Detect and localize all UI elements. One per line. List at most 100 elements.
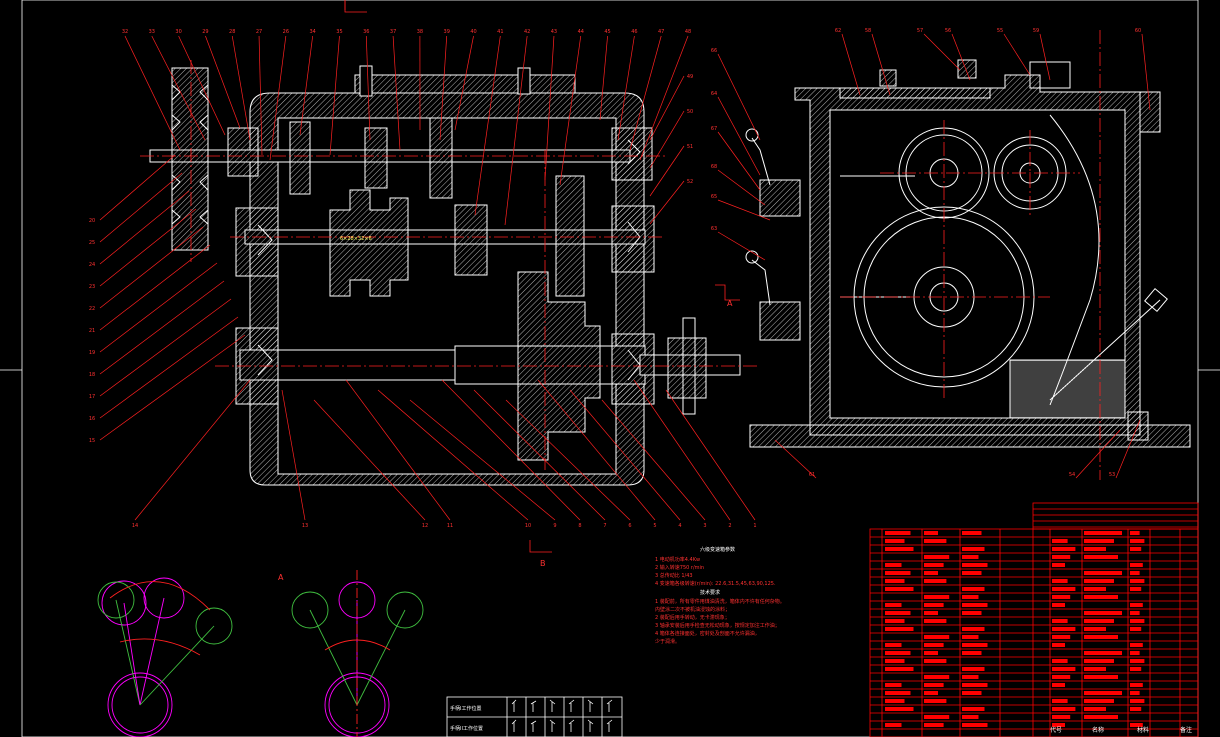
tb-entry-mark	[1084, 579, 1114, 583]
tb-entry-mark	[1084, 587, 1106, 591]
tb-entry-mark	[1084, 715, 1118, 719]
tb-entry-mark	[1052, 723, 1065, 727]
part-label-47: 47	[658, 29, 664, 35]
part-label-27: 27	[256, 29, 262, 35]
tb-entry-mark	[1130, 603, 1143, 607]
leader-49	[649, 75, 685, 141]
leader-35	[329, 35, 340, 156]
part-label-8: 8	[578, 523, 581, 529]
tb-entry-mark	[885, 563, 902, 567]
gearbox-side-view	[745, 59, 1191, 448]
tb-entry-mark	[885, 619, 905, 623]
tb-entry-mark	[1052, 579, 1068, 583]
tb-entry-mark	[1052, 643, 1065, 647]
tb-entry-mark	[924, 723, 944, 727]
tb-entry-mark	[885, 723, 902, 727]
side-leader-61	[774, 439, 817, 479]
part-label-44: 44	[578, 29, 584, 35]
leader-30	[178, 35, 226, 136]
side-leader-67	[717, 131, 761, 191]
part-label-48: 48	[685, 29, 691, 35]
tb-entry-mark	[962, 635, 979, 639]
output-coupling	[667, 317, 707, 415]
leader-37	[392, 35, 401, 151]
leader-25	[99, 172, 183, 243]
section-label-b: B	[540, 559, 546, 568]
tb-entry-mark	[1052, 699, 1068, 703]
tb-entry-mark	[1084, 531, 1122, 535]
part-label-52: 52	[687, 179, 693, 185]
side-label-60: 60	[1135, 28, 1141, 34]
tb-entry-mark	[885, 547, 914, 551]
tb-entry-mark	[1052, 659, 1068, 663]
part-label-18: 18	[89, 372, 95, 378]
side-label-56: 56	[945, 28, 951, 34]
tb-entry-mark	[1130, 659, 1145, 663]
tb-entry-mark	[1084, 539, 1114, 543]
tb-entry-mark	[1130, 651, 1140, 655]
tb-entry-mark	[1084, 611, 1122, 615]
part-label-38: 38	[417, 29, 423, 35]
side-leader-58	[871, 33, 891, 96]
leader-14	[134, 379, 251, 521]
part-label-14: 14	[132, 523, 138, 529]
leader-41	[474, 35, 501, 216]
part-label-32: 32	[122, 29, 128, 35]
tb-entry-mark	[1130, 667, 1142, 671]
part-label-10: 10	[525, 523, 531, 529]
tb-entry-mark	[1130, 643, 1143, 647]
tb-entry-mark	[924, 611, 938, 615]
side-leader-53	[1115, 419, 1141, 479]
shift-row-1: 手柄I工作位置	[450, 705, 481, 712]
tb-entry-mark	[885, 691, 911, 695]
tb-entry-mark	[1130, 619, 1145, 623]
part-label-13: 13	[302, 523, 308, 529]
side-leader-60	[1141, 33, 1151, 111]
leader-22	[99, 226, 204, 309]
centerlines	[140, 60, 760, 470]
leader-8	[441, 379, 581, 521]
part-label-16: 16	[89, 416, 95, 422]
tb-entry-mark	[924, 643, 944, 647]
tb-entry-mark	[924, 675, 950, 679]
part-label-42: 42	[524, 29, 530, 35]
side-leader-66	[717, 53, 761, 141]
part-label-1: 1	[753, 523, 756, 529]
part-label-40: 40	[470, 29, 476, 35]
part-label-30: 30	[175, 29, 181, 35]
part-label-43: 43	[551, 29, 557, 35]
shift-diagram-right	[291, 570, 424, 737]
tb-entry-mark	[924, 571, 938, 575]
tb-entry-mark	[1084, 547, 1106, 551]
title-block-header: 代号 名称 材料 备注	[1050, 726, 1192, 734]
tb-entry-mark	[885, 667, 914, 671]
spline-spec: 6×28×32×6	[340, 236, 372, 242]
note-line-4: 4 变速箱各级转速(r/min): 22.6,31.5,45,63,90,125…	[655, 580, 776, 587]
leader-51	[649, 145, 685, 197]
leader-12	[313, 399, 426, 521]
part-label-5: 5	[653, 523, 656, 529]
tb-entry-mark	[1052, 667, 1076, 671]
part-label-46: 46	[631, 29, 637, 35]
leader-43	[544, 35, 555, 181]
part-label-21: 21	[89, 328, 95, 334]
section-marker-a	[715, 284, 740, 301]
leader-28	[231, 35, 251, 141]
tb-entry-mark	[924, 715, 950, 719]
tb-entry-mark	[962, 707, 985, 711]
tb-entry-mark	[924, 651, 938, 655]
tb-entry-mark	[924, 635, 950, 639]
tb-entry-mark	[1130, 627, 1142, 631]
tb-entry-mark	[1084, 555, 1118, 559]
tb-entry-mark	[962, 683, 988, 687]
side-label-54: 54	[1069, 472, 1075, 478]
requirements-title: 技术要求	[700, 589, 720, 596]
leader-23	[99, 208, 197, 287]
diagram-label-a: A	[278, 573, 284, 582]
side-leader-56	[951, 33, 971, 81]
tb-entry-mark	[885, 699, 905, 703]
req-line-2: 内壁涂二次不被机油浸蚀的涂料；	[655, 606, 730, 613]
